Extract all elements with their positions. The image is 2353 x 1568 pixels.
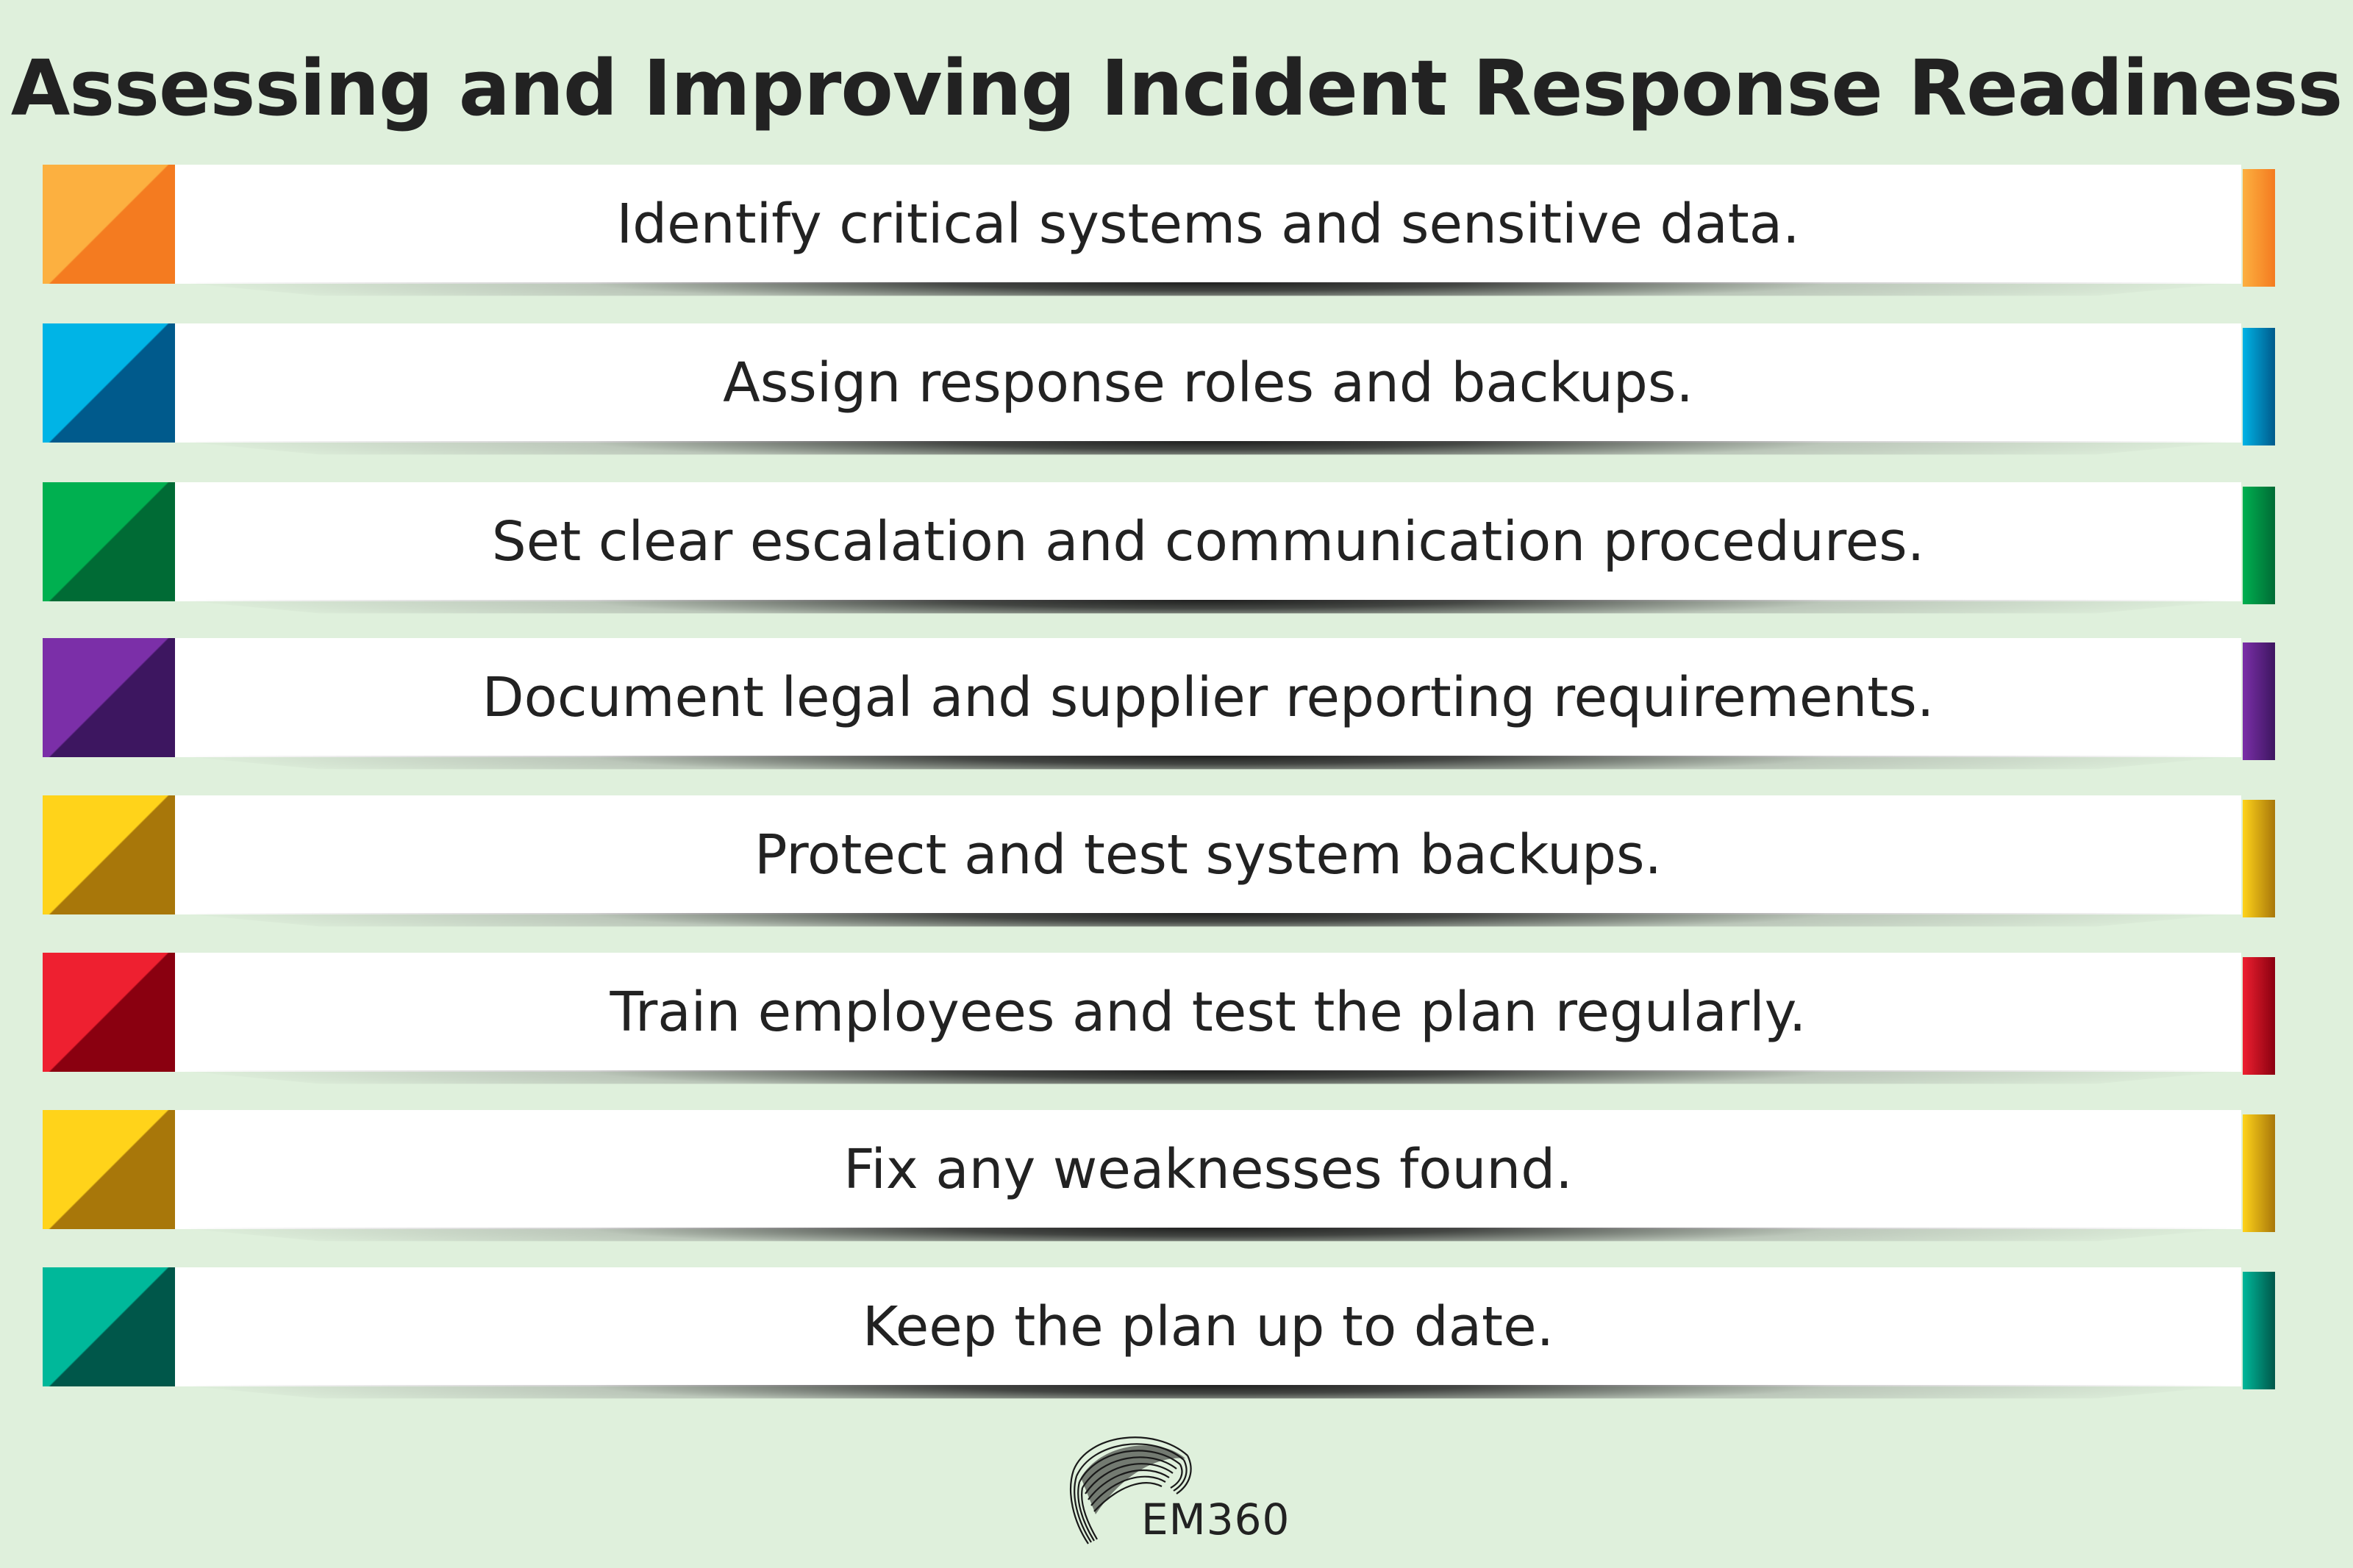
step-shadow [175, 1070, 2241, 1084]
step-item: Protect and test system backups. [43, 795, 2275, 927]
step-band [175, 1110, 2241, 1229]
step-color-tab [43, 953, 175, 1072]
step-text: Set clear escalation and communication p… [491, 510, 1925, 573]
step-shadow [175, 1385, 2241, 1399]
step-shadow [175, 282, 2241, 296]
logo-text: EM360 [1141, 1494, 1290, 1544]
step-item: Train employees and test the plan regula… [43, 953, 2275, 1084]
step-end-tab [2243, 1272, 2275, 1389]
step-color-tab [43, 165, 175, 284]
step-item: Assign response roles and backups. [43, 323, 2275, 455]
step-shadow [175, 600, 2241, 614]
step-color-tab [43, 638, 175, 757]
step-end-tab [2243, 642, 2275, 760]
step-band [175, 795, 2241, 914]
step-band [175, 323, 2241, 443]
step-color-tab [43, 482, 175, 601]
step-text: Protect and test system backups. [754, 823, 1663, 887]
step-band [175, 953, 2241, 1072]
step-color-tab [43, 1267, 175, 1386]
step-color-tab [43, 795, 175, 914]
step-text: Fix any weaknesses found. [843, 1138, 1573, 1201]
step-band [175, 638, 2241, 757]
step-text: Identify critical systems and sensitive … [616, 193, 1800, 256]
step-item: Keep the plan up to date. [43, 1267, 2275, 1399]
step-end-tab [2243, 487, 2275, 604]
step-shadow [175, 441, 2241, 455]
step-end-tab [2243, 800, 2275, 917]
step-item: Document legal and supplier reporting re… [43, 638, 2275, 770]
logo: EM360 [1059, 1426, 1294, 1551]
step-band [175, 1267, 2241, 1386]
step-color-tab [43, 1110, 175, 1229]
step-shadow [175, 1228, 2241, 1242]
step-text: Assign response roles and backups. [723, 351, 1693, 415]
page-title: Assessing and Improving Incident Respons… [10, 43, 2343, 133]
step-end-tab [2243, 1114, 2275, 1232]
step-end-tab [2243, 169, 2275, 287]
em360-swirl-logo-icon [1069, 1436, 1192, 1544]
step-color-tab [43, 323, 175, 443]
step-text: Keep the plan up to date. [862, 1295, 1554, 1358]
step-shadow [175, 913, 2241, 927]
step-item: Set clear escalation and communication p… [43, 482, 2275, 614]
step-end-tab [2243, 328, 2275, 445]
step-band [175, 482, 2241, 601]
step-text: Train employees and test the plan regula… [610, 981, 1807, 1044]
step-band [175, 165, 2241, 284]
step-text: Document legal and supplier reporting re… [482, 666, 1935, 729]
step-item: Fix any weaknesses found. [43, 1110, 2275, 1242]
step-end-tab [2243, 957, 2275, 1075]
step-shadow [175, 756, 2241, 770]
step-item: Identify critical systems and sensitive … [43, 165, 2275, 296]
